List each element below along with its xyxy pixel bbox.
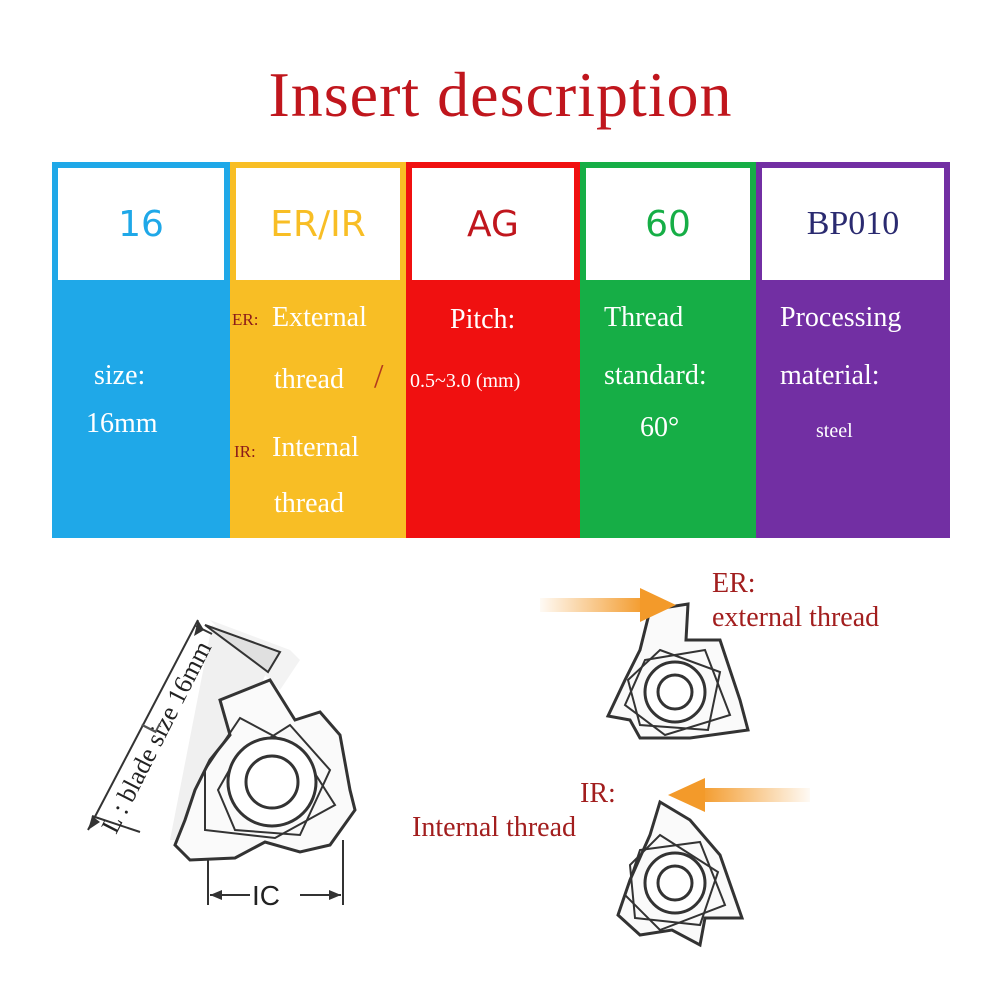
thread-standard-line2: standard: [604,360,707,391]
ir-diagram-label: IR: [580,778,616,809]
large-insert-drawing [87,619,357,905]
insert-code-table: 16 size: 16mm ER/IR ER: External thread … [52,162,950,538]
size-value: 16mm [86,408,158,439]
ir-insert-drawing [616,799,745,948]
column-60: 60 Thread standard: 60° [580,162,756,538]
code-cell-ag: AG [406,162,580,280]
code-cell-bp010: BP010 [756,162,950,280]
material-line1: Processing [780,302,902,333]
code-cell-size: 16 [52,162,230,280]
er-small-label: ER: [232,310,259,329]
code-cell-er-ir: ER/IR [230,162,406,280]
ic-label: IC [252,880,280,911]
er-ir-slash: / [374,358,384,395]
desc-cell-bp010: Processing material: steel [756,280,950,538]
column-bp010: BP010 Processing material: steel [756,162,950,538]
er-desc-line2: thread [274,364,344,395]
column-er-ir: ER/IR ER: External thread / IR: Internal… [230,162,406,538]
ir-desc-line1: Internal [272,432,360,463]
code-size: 16 [118,203,164,245]
thread-standard-line1: Thread [604,302,684,333]
code-er-ir: ER/IR [270,203,366,245]
code-60: 60 [645,203,691,245]
er-diagram-label: ER: [712,568,756,599]
er-diagram-desc: external thread [712,602,880,633]
desc-cell-60: Thread standard: 60° [580,280,756,538]
code-cell-60: 60 [580,162,756,280]
pitch-value: 0.5~3.0 (mm) [410,370,521,392]
ir-arrow [668,778,810,812]
ir-small-label: IR: [234,442,256,461]
er-arrow [540,588,676,622]
thread-standard-value: 60° [640,412,680,443]
page-title: Insert description [268,59,733,130]
code-bp010: BP010 [806,205,900,242]
ir-desc-line2: thread [274,488,344,519]
desc-cell-er-ir: ER: External thread / IR: Internal threa… [230,280,406,538]
material-line2: material: [780,360,880,391]
pitch-label: Pitch: [450,304,516,335]
size-label: size: [94,360,146,391]
material-value: steel [816,420,853,442]
code-ag: AG [467,203,519,245]
column-ag: AG Pitch: 0.5~3.0 (mm) [406,162,580,538]
er-desc-line1: External [272,302,367,333]
ir-diagram-desc: Internal thread [412,812,577,843]
desc-cell-size: size: 16mm [52,280,230,538]
desc-cell-ag: Pitch: 0.5~3.0 (mm) [406,280,580,538]
column-size: 16 size: 16mm [52,162,230,538]
er-insert-drawing [605,602,750,740]
